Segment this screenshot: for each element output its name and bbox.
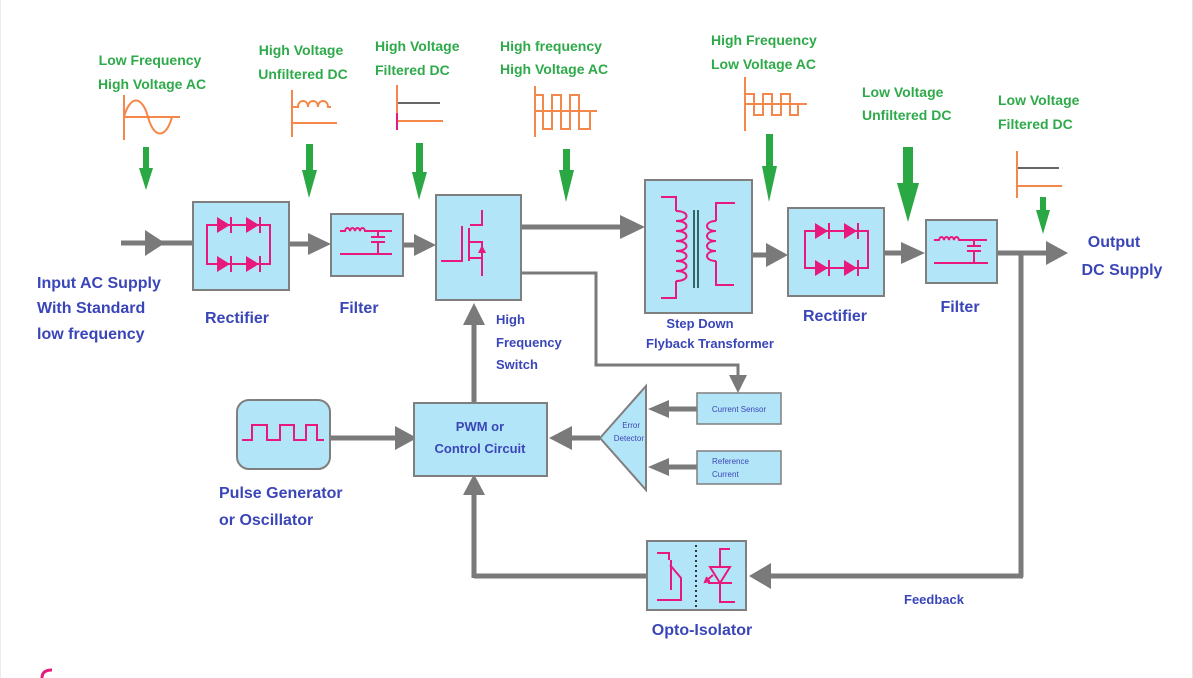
stage-label-line: Filtered DC bbox=[998, 116, 1073, 132]
stage-label-line: High frequency bbox=[500, 38, 602, 54]
transformer-label-line: Step Down bbox=[666, 316, 733, 331]
indicator-arrow-5 bbox=[762, 134, 777, 202]
stage-label-line: High Voltage bbox=[259, 42, 344, 58]
filter-2-label: Filter bbox=[940, 299, 979, 316]
flat-dc-icon bbox=[396, 85, 443, 130]
bridge-rectifier-icon bbox=[804, 223, 869, 276]
square-wave-small-icon bbox=[744, 77, 807, 131]
indicator-arrow-4 bbox=[559, 149, 574, 202]
switch-label-line: High bbox=[496, 312, 525, 327]
stage-label-line: Low Voltage AC bbox=[711, 56, 816, 72]
switch-block[interactable] bbox=[435, 194, 522, 301]
opto-isolator-icon bbox=[657, 545, 735, 607]
rectifier-block-2[interactable] bbox=[787, 207, 885, 297]
indicator-arrow-6 bbox=[897, 147, 919, 222]
opto-isolator-label: Opto-Isolator bbox=[652, 622, 752, 639]
stage-label-hf-lv-ac: High Frequency Low Voltage AC bbox=[711, 32, 817, 72]
opto-isolator-block[interactable] bbox=[646, 540, 747, 611]
lc-filter-icon bbox=[340, 227, 392, 255]
square-wave-icon bbox=[242, 424, 324, 441]
filter-block-2[interactable] bbox=[925, 219, 998, 284]
bridge-rectifier-icon bbox=[206, 217, 271, 272]
filter-block-1[interactable] bbox=[330, 213, 404, 277]
switch-label-line: Frequency bbox=[496, 335, 563, 350]
flat-dc-output-icon bbox=[1016, 151, 1062, 198]
switch-label-line: Switch bbox=[496, 357, 538, 372]
output-label: Output DC Supply bbox=[1082, 234, 1163, 279]
switch-label: High Frequency Switch bbox=[496, 312, 563, 372]
reference-current-block[interactable]: Reference Current bbox=[696, 450, 782, 485]
pulse-generator-label-line: Pulse Generator bbox=[219, 485, 343, 502]
current-sensor-block[interactable]: Current Sensor bbox=[696, 392, 782, 425]
indicator-arrow-2 bbox=[302, 144, 317, 198]
transformer-label-line: Flyback Transformer bbox=[646, 336, 774, 351]
pwm-control-block[interactable]: PWM or Control Circuit bbox=[413, 402, 548, 477]
lc-filter-icon bbox=[934, 236, 988, 264]
output-label-line: Output bbox=[1088, 234, 1141, 251]
pulse-generator-block[interactable] bbox=[236, 399, 331, 470]
reference-current-label-line: Current bbox=[712, 470, 739, 479]
signal-wires bbox=[121, 215, 1068, 589]
rectifier-block-1[interactable] bbox=[192, 201, 290, 291]
reference-current-label-line: Reference bbox=[712, 457, 749, 466]
stage-label-line: Filtered DC bbox=[375, 62, 450, 78]
pwm-label-line: PWM or bbox=[456, 419, 504, 434]
stage-label-line: High Voltage AC bbox=[500, 61, 608, 77]
indicator-arrow-1 bbox=[139, 147, 153, 190]
transformer-icon bbox=[661, 196, 735, 299]
feedback-label: Feedback bbox=[904, 592, 965, 607]
input-label-line: With Standard bbox=[37, 300, 145, 317]
indicator-arrow-7 bbox=[1036, 197, 1050, 234]
stage-label-line: High Voltage AC bbox=[98, 76, 206, 92]
pulse-generator-label: Pulse Generator or Oscillator bbox=[219, 485, 343, 529]
filter-1-label: Filter bbox=[339, 300, 378, 317]
rectifier-1-label: Rectifier bbox=[205, 310, 269, 327]
stage-label-line: Unfiltered DC bbox=[862, 107, 951, 123]
input-label-line: Input AC Supply bbox=[37, 275, 161, 292]
error-detector-label-line: Detector bbox=[614, 434, 645, 443]
stage-label-hf-hv-ac: High frequency High Voltage AC bbox=[500, 38, 608, 77]
stage-label-line: High Voltage bbox=[375, 38, 460, 54]
square-wave-large-icon bbox=[534, 86, 597, 137]
sine-wave-icon bbox=[123, 95, 180, 140]
stage-label-line: Low Frequency bbox=[99, 52, 202, 68]
pwm-label-line: Control Circuit bbox=[435, 441, 527, 456]
input-label-line: low frequency bbox=[37, 326, 145, 343]
pulse-generator-label-line: or Oscillator bbox=[219, 512, 313, 529]
stage-label-lf-hv-ac: Low Frequency High Voltage AC bbox=[98, 52, 206, 92]
indicator-arrow-3 bbox=[412, 143, 427, 200]
current-sensor-label: Current Sensor bbox=[712, 405, 767, 414]
output-label-line: DC Supply bbox=[1082, 262, 1163, 279]
transformer-label: Step Down Flyback Transformer bbox=[646, 316, 774, 351]
stage-label-hv-unfiltered-dc: High Voltage Unfiltered DC bbox=[258, 42, 347, 82]
stage-label-line: High Frequency bbox=[711, 32, 817, 48]
input-label: Input AC Supply With Standard low freque… bbox=[37, 275, 161, 343]
logo-partial bbox=[40, 668, 53, 678]
error-detector-label-line: Error bbox=[622, 421, 640, 430]
transformer-block[interactable] bbox=[644, 179, 753, 314]
stage-label-lv-filtered-dc: Low Voltage Filtered DC bbox=[998, 92, 1080, 132]
stage-label-hv-filtered-dc: High Voltage Filtered DC bbox=[375, 38, 460, 78]
stage-label-line: Unfiltered DC bbox=[258, 66, 347, 82]
rectifier-2-label: Rectifier bbox=[803, 308, 867, 325]
stage-label-line: Low Voltage bbox=[998, 92, 1080, 108]
mosfet-icon bbox=[441, 210, 486, 276]
stage-label-lv-unfiltered-dc: Low Voltage Unfiltered DC bbox=[862, 84, 951, 123]
stage-label-line: Low Voltage bbox=[862, 84, 944, 100]
rectified-ripple-icon bbox=[291, 90, 337, 137]
error-detector-block[interactable]: Error Detector bbox=[598, 383, 647, 493]
